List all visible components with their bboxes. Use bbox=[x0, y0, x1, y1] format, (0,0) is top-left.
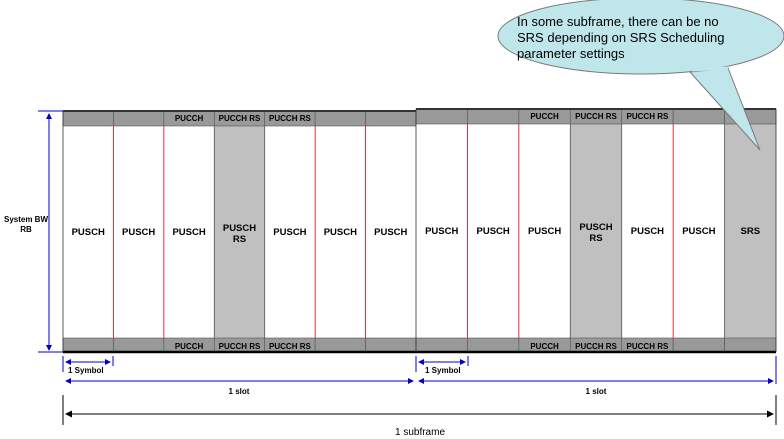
bottom-control-band bbox=[314, 337, 366, 353]
symbol-column: PUSCH bbox=[467, 108, 520, 353]
callout-line: In some subframe, there can be no bbox=[517, 14, 719, 29]
pucch-bottom-label: PUCCH RS bbox=[575, 342, 617, 351]
symbol-label: PUSCH bbox=[631, 226, 664, 237]
symbol-label: PUSCH bbox=[273, 227, 306, 238]
bw-label-bg bbox=[4, 212, 48, 236]
data-symbol bbox=[673, 124, 725, 338]
subframe-label: 1 subframe bbox=[395, 427, 445, 438]
bottom-control-band bbox=[672, 337, 725, 353]
slot-label-2: 1 slot bbox=[586, 387, 607, 396]
pucch-top-label: PUCCH bbox=[530, 112, 559, 121]
symbol-label: PUSCH bbox=[122, 227, 155, 238]
pucch-bottom-label: PUCCH RS bbox=[627, 342, 669, 351]
symbol-column: PUSCH bbox=[314, 110, 366, 353]
data-symbol bbox=[621, 124, 674, 338]
data-symbol bbox=[467, 124, 519, 338]
pucch-top-label: PUCCH RS bbox=[269, 114, 311, 123]
symbol-column: PUCCH RS PUCCH RS PUSCH bbox=[264, 110, 316, 353]
pucch-top-label: PUCCH RS bbox=[627, 112, 669, 121]
symbol-label: PUSCH bbox=[72, 227, 105, 238]
bottom-control-band bbox=[365, 337, 417, 353]
pucch-top-label: PUCCH RS bbox=[219, 114, 261, 123]
symbol-column: PUCCH RS PUCCH RS PUSCH bbox=[621, 108, 674, 353]
callout-line: parameter settings bbox=[517, 46, 625, 61]
data-symbol bbox=[63, 126, 114, 338]
top-control-band bbox=[314, 110, 366, 127]
symbol-label-2: 1 Symbol bbox=[425, 366, 461, 375]
symbol-label: PUSCH bbox=[477, 226, 510, 237]
symbol-column: PUSCH bbox=[415, 108, 468, 353]
symbol-label: PUSCH bbox=[528, 226, 561, 237]
data-symbol bbox=[264, 126, 316, 338]
pucch-top-label: PUCCH RS bbox=[575, 112, 617, 121]
pucch-bottom-label: PUCCH bbox=[175, 342, 204, 351]
time-measurements: 1 Symbol 1 Symbol 1 slot 1 slot 1 subframe bbox=[62, 356, 777, 438]
symbol-column: PUCCH PUCCH PUSCH bbox=[518, 108, 571, 353]
data-symbol bbox=[163, 126, 215, 338]
pucch-bottom-label: PUCCH bbox=[530, 342, 559, 351]
data-symbol bbox=[518, 124, 571, 338]
data-symbol bbox=[113, 126, 164, 338]
symbol-label: PUSCH bbox=[682, 226, 715, 237]
callout-line: SRS depending on SRS Scheduling bbox=[517, 30, 724, 45]
symbol-column: SRS bbox=[724, 108, 777, 353]
symbol-label: PUSCH bbox=[374, 227, 407, 238]
top-control-band bbox=[415, 108, 468, 125]
symbol-column: PUSCH bbox=[113, 110, 165, 353]
callout-bubble bbox=[497, 0, 784, 75]
top-control-band bbox=[113, 110, 165, 127]
bw-label-line1: System BW bbox=[4, 215, 48, 224]
top-control-band bbox=[672, 108, 725, 125]
symbol-label: PUSCH bbox=[425, 226, 458, 237]
top-control-band bbox=[62, 110, 114, 127]
symbol-label: PUSCH bbox=[172, 227, 205, 238]
rs-symbol bbox=[570, 124, 622, 338]
data-symbol bbox=[416, 124, 468, 338]
symbol-column: PUSCH bbox=[365, 110, 417, 353]
rs-symbol bbox=[214, 126, 265, 338]
pucch-top-label: PUCCH bbox=[175, 114, 204, 123]
bottom-control-band bbox=[62, 337, 114, 353]
bottom-control-band bbox=[724, 337, 777, 353]
data-symbol bbox=[365, 126, 416, 338]
symbol-column: PUCCH PUCCH PUSCH bbox=[163, 110, 215, 353]
callout-seam bbox=[691, 66, 729, 72]
pucch-bottom-label: PUCCH RS bbox=[269, 342, 311, 351]
top-control-band bbox=[365, 110, 417, 127]
data-symbol bbox=[315, 126, 366, 338]
symbol-column: PUSCH bbox=[62, 110, 114, 353]
bottom-control-band bbox=[113, 337, 165, 353]
slot-label-1: 1 slot bbox=[229, 387, 250, 396]
bw-label-line2: RB bbox=[20, 225, 32, 234]
symbol-label-1: 1 Symbol bbox=[68, 366, 104, 375]
rs-symbol bbox=[724, 124, 776, 338]
bottom-control-band bbox=[467, 337, 520, 353]
top-control-band bbox=[467, 108, 520, 125]
pucch-bottom-label: PUCCH RS bbox=[219, 342, 261, 351]
symbol-column: PUSCH bbox=[672, 108, 725, 353]
symbol-label: PUSCH bbox=[324, 227, 357, 238]
symbol-label: SRS bbox=[741, 226, 761, 237]
bottom-control-band bbox=[415, 337, 468, 353]
